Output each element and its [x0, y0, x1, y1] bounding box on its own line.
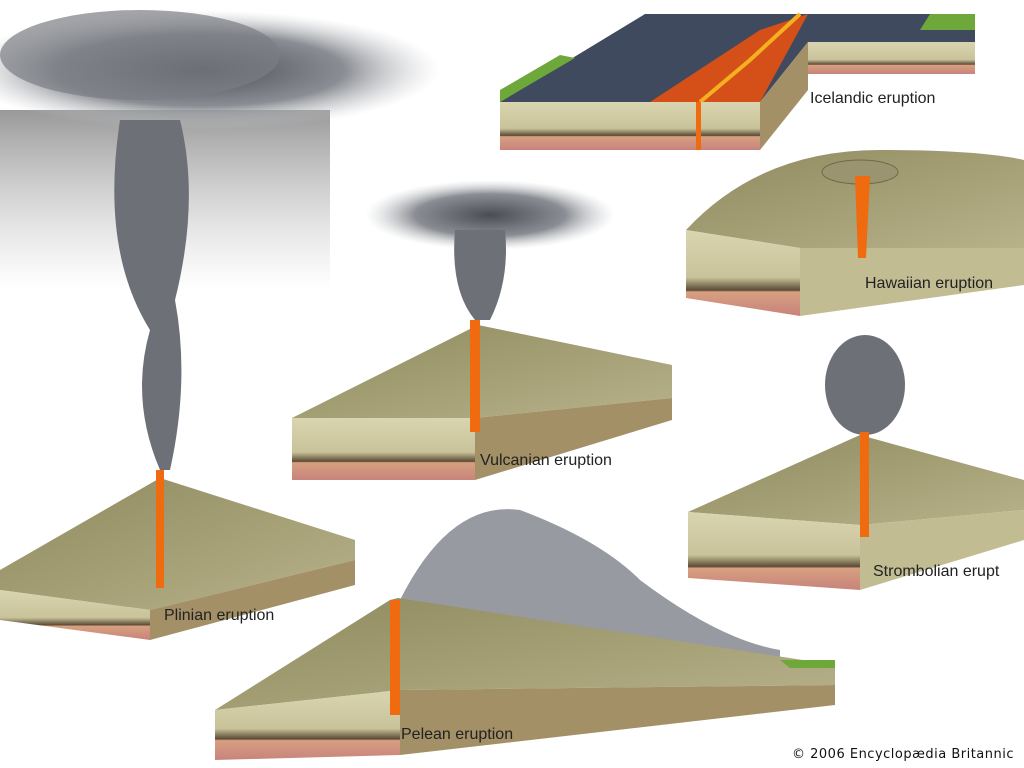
copyright-notice: © 2006 Encyclopædia Britannic — [792, 747, 1015, 762]
label-vulcanian: Vulcanian eruption — [480, 452, 612, 469]
label-pelean: Pelean eruption — [401, 726, 514, 743]
plinian-volcano — [0, 10, 440, 640]
vulcanian-volcano — [292, 180, 672, 480]
label-plinian: Plinian eruption — [164, 607, 275, 624]
hawaiian-volcano — [686, 150, 1024, 316]
pelean-volcano — [215, 509, 835, 760]
icelandic-volcano — [500, 12, 975, 150]
label-strombolian: Strombolian erupt — [873, 563, 1000, 580]
label-hawaiian: Hawaiian eruption — [865, 275, 994, 292]
strombolian-volcano — [688, 335, 1024, 590]
label-icelandic: Icelandic eruption — [810, 90, 936, 107]
eruption-column — [114, 120, 189, 470]
lava-conduit — [156, 470, 164, 588]
